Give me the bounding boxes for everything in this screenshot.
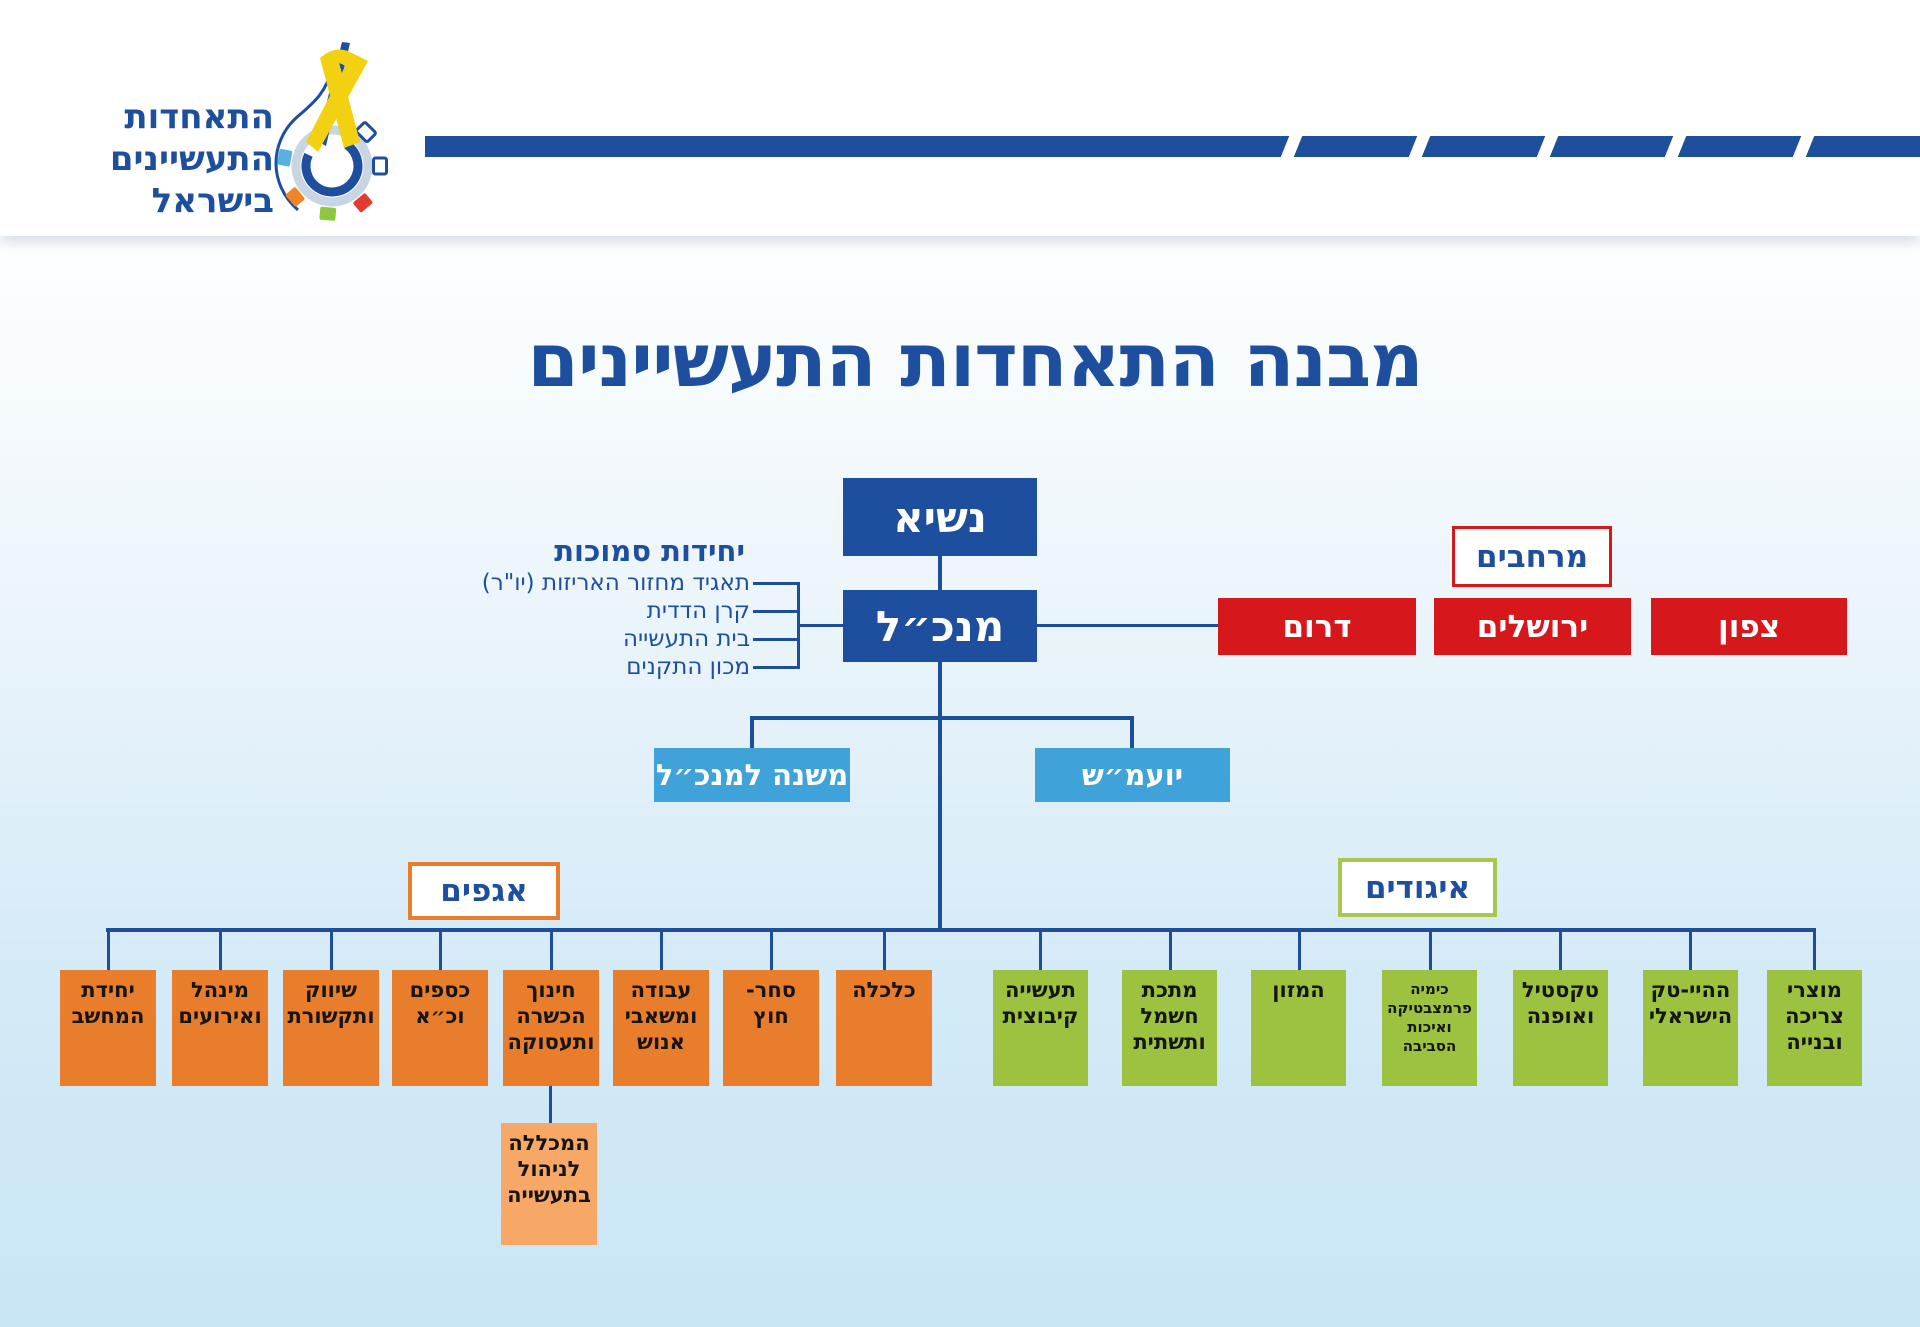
division-box-education-training-employment: חינוך הכשרה ותעסוקה: [503, 970, 599, 1086]
bar-slash-gap: [1535, 133, 1560, 160]
ceo-box: מנכ״ל: [843, 590, 1037, 662]
page-title: מבנה התאחדות התעשיינים: [527, 318, 1423, 404]
connector-line: [800, 624, 843, 627]
division-box-economics: כלכלה: [836, 970, 932, 1086]
regions-label: מרחבים: [1452, 526, 1612, 587]
adjacent-unit-item: בית התעשייה: [622, 626, 750, 652]
association-box-metal-electricity-infrastructure: מתכת חשמל ותשתית: [1122, 970, 1217, 1086]
region-box-jerusalem: ירושלים: [1434, 598, 1631, 655]
connector-line: [660, 932, 663, 970]
bar-slash-gap: [1279, 133, 1304, 160]
connector-line: [750, 716, 1134, 720]
connector-line: [106, 928, 1816, 932]
connector-line: [753, 582, 800, 585]
association-box-food: המזון: [1251, 970, 1346, 1086]
region-box-south: דרום: [1218, 598, 1416, 655]
division-box-computer-unit: יחידת המחשב: [60, 970, 156, 1086]
connector-line: [753, 610, 800, 613]
division-box-marketing-communication: שיווק ותקשורת: [283, 970, 379, 1086]
bar-slash-gap: [1663, 133, 1688, 160]
division-box-labor-human-resources: עבודה ומשאבי אנוש: [613, 970, 709, 1086]
connector-line: [938, 662, 942, 930]
association-box-chemistry-pharma-environment: כימיה פרמצבטיקה ואיכות הסביבה: [1382, 970, 1477, 1086]
connector-line: [750, 716, 754, 748]
association-box-israeli-hitech: ההיי-טק הישראלי: [1643, 970, 1738, 1086]
president-box: נשיא: [843, 478, 1037, 556]
header: התאחדות התעשיינים בישראל: [0, 0, 1920, 236]
adjacent-unit-item: קרן הדדית: [646, 598, 750, 624]
association-box-consumer-products-construction: מוצרי צריכה ובנייה: [1767, 970, 1862, 1086]
connector-line: [330, 932, 333, 970]
logo-line-3: בישראל: [151, 181, 274, 221]
bar-slash-gap: [1407, 133, 1432, 160]
connector-line: [550, 932, 553, 970]
association-box-kibbutz-industry: תעשייה קיבוצית: [993, 970, 1088, 1086]
division-box-foreign-trade: סחר- חוץ: [723, 970, 819, 1086]
logo-wordmark: התאחדות התעשיינים בישראל: [58, 96, 274, 222]
association-box-textile-fashion: טקסטיל ואופנה: [1513, 970, 1608, 1086]
adjacent-unit-item: מכון התקנים: [626, 654, 750, 680]
connector-line: [549, 1086, 552, 1123]
legal-advisor-box: יועמ״ש: [1035, 748, 1230, 802]
connector-line: [1298, 932, 1301, 970]
connector-line: [439, 932, 442, 970]
connector-line: [753, 638, 800, 641]
header-bar-decoration: [425, 133, 1920, 160]
connector-line: [1039, 932, 1042, 970]
connector-line: [1689, 932, 1692, 970]
connector-line: [753, 666, 800, 669]
connector-line: [938, 556, 942, 590]
logo-line-2: התעשיינים: [109, 139, 274, 179]
divisions-label: אגפים: [408, 862, 560, 920]
logo-line-1: התאחדות: [124, 97, 274, 137]
connector-line: [1169, 932, 1172, 970]
logo-gear-ribbon-icon: [274, 42, 388, 221]
connector-line: [1429, 932, 1432, 970]
deputy-ceo-box: משנה למנכ״ל: [654, 748, 850, 802]
adjacent-units-heading: יחידות סמוכות: [554, 534, 745, 568]
adjacent-unit-item: תאגיד מחזור האריזות (יו"ר): [481, 570, 750, 596]
division-box-administration-events: מינהל ואירועים: [172, 970, 268, 1086]
college-box: המכללה לניהול בתעשייה: [501, 1123, 597, 1245]
connector-line: [1130, 716, 1134, 748]
connector-line: [107, 932, 110, 970]
connector-line: [219, 932, 222, 970]
connector-line: [1813, 932, 1816, 970]
division-box-finance-hr: כספים וכ״א: [392, 970, 488, 1086]
connector-line: [797, 582, 800, 669]
associations-label: איגודים: [1338, 858, 1497, 917]
bar-slash-gap: [1791, 133, 1816, 160]
connector-line: [883, 932, 886, 970]
connector-line: [1559, 932, 1562, 970]
connector-line: [770, 932, 773, 970]
region-box-north: צפון: [1651, 598, 1847, 655]
connector-line: [1037, 624, 1218, 627]
